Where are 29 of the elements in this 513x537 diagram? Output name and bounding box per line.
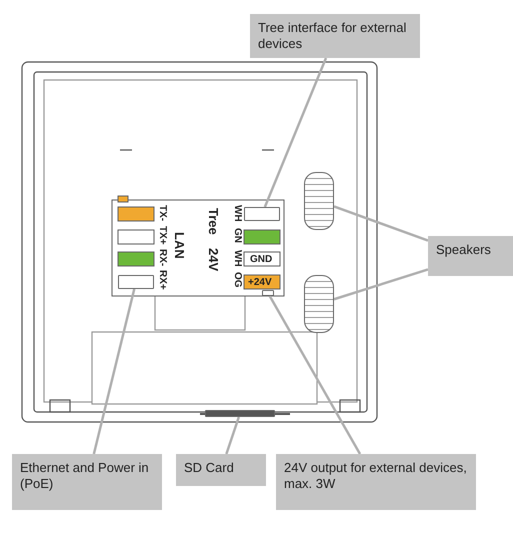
leader-line — [225, 416, 240, 454]
speaker-grille — [304, 275, 334, 333]
leader-line — [92, 288, 136, 454]
pin-label: TX+ — [157, 226, 168, 245]
callout-label: SD Card — [176, 454, 266, 486]
terminal — [244, 207, 280, 221]
terminal-tab — [262, 290, 274, 296]
pin-label: GN — [232, 228, 243, 243]
speaker-grille — [304, 172, 334, 230]
callout-label: Speakers — [428, 236, 513, 276]
pin-label: TX- — [157, 205, 168, 222]
terminal-label: GND — [250, 254, 272, 265]
terminal — [118, 275, 154, 289]
callout-label: Ethernet and Power in (PoE) — [12, 454, 162, 510]
pin-label: WH — [232, 250, 243, 267]
leader-line — [334, 268, 428, 300]
pin-label: WH — [232, 205, 243, 222]
leader-line — [334, 205, 428, 242]
card-slot — [205, 410, 275, 417]
callout-label: Tree interface for external devices — [250, 14, 420, 58]
connector-label: Tree — [208, 208, 219, 235]
connector-label: LAN — [174, 232, 185, 259]
pin-label: RX+ — [157, 270, 168, 290]
callout-label: 24V output for external devices, max. 3W — [276, 454, 476, 510]
pin-label: RX- — [157, 249, 168, 266]
connector-label: 24V — [208, 248, 219, 272]
pin-label: OG — [232, 272, 243, 288]
leader-line — [268, 295, 362, 455]
terminal-label: +24V — [248, 277, 272, 288]
